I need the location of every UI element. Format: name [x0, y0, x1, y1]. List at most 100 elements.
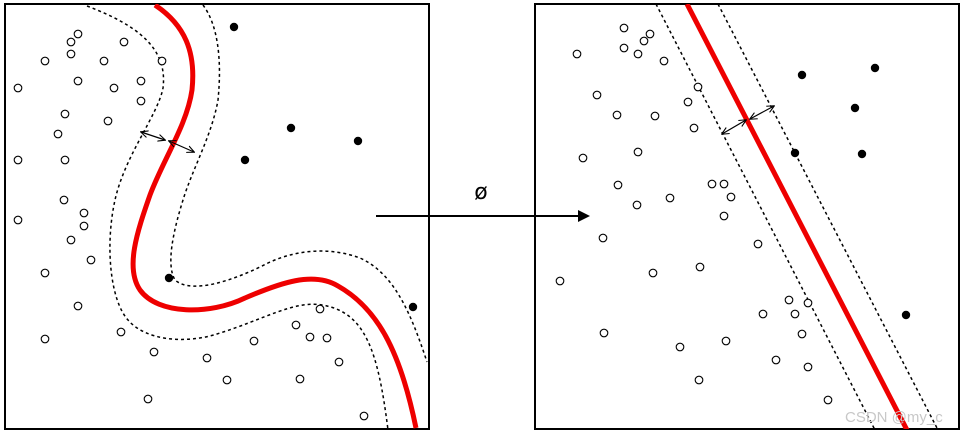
open-point — [619, 43, 629, 53]
open-point — [40, 56, 50, 66]
filled-point — [240, 155, 250, 165]
kernel-mapping: ø — [376, 180, 590, 222]
open-point — [645, 29, 655, 39]
input-class-open-points — [13, 29, 369, 421]
open-point — [659, 56, 669, 66]
open-point — [790, 309, 800, 319]
open-point — [53, 129, 63, 139]
open-point — [315, 304, 325, 314]
mapping-symbol: ø — [474, 180, 487, 205]
open-point — [572, 49, 582, 59]
open-point — [612, 110, 622, 120]
linear-margin-arrow-left — [722, 120, 746, 134]
open-point — [334, 357, 344, 367]
open-point — [149, 347, 159, 357]
open-point — [136, 96, 146, 106]
open-point — [613, 180, 623, 190]
open-point — [619, 23, 629, 33]
open-point — [632, 200, 642, 210]
open-point — [707, 179, 717, 189]
open-point — [291, 320, 301, 330]
open-point — [633, 49, 643, 59]
open-point — [143, 394, 153, 404]
input-space-panel — [4, 3, 430, 430]
open-point — [693, 82, 703, 92]
open-point — [109, 83, 119, 93]
open-point — [66, 37, 76, 47]
open-point — [222, 375, 232, 385]
filled-point — [850, 103, 860, 113]
open-point — [803, 362, 813, 372]
filled-point — [790, 148, 800, 158]
feature-class-open-points — [555, 23, 833, 405]
open-point — [599, 328, 609, 338]
open-point — [66, 49, 76, 59]
open-point — [116, 327, 126, 337]
open-point — [13, 155, 23, 165]
open-point — [683, 97, 693, 107]
open-point — [322, 333, 332, 343]
open-point — [648, 268, 658, 278]
open-point — [40, 334, 50, 344]
open-point — [694, 375, 704, 385]
open-point — [40, 268, 50, 278]
open-point — [771, 355, 781, 365]
open-point — [359, 411, 369, 421]
open-point — [665, 193, 675, 203]
open-point — [758, 309, 768, 319]
feature-space-frame — [534, 3, 960, 430]
margin-width-arrow-right — [169, 141, 194, 152]
open-point — [719, 179, 729, 189]
open-point — [13, 83, 23, 93]
open-point — [797, 329, 807, 339]
open-point — [59, 195, 69, 205]
filled-point — [857, 149, 867, 159]
open-point — [803, 298, 813, 308]
filled-point — [870, 63, 880, 73]
open-point — [249, 336, 259, 346]
linear-margin-lower — [717, 4, 939, 429]
filled-point — [901, 310, 911, 320]
filled-point — [353, 136, 363, 146]
open-point — [103, 116, 113, 126]
open-point — [202, 353, 212, 363]
open-point — [60, 109, 70, 119]
input-space-frame — [4, 3, 430, 430]
open-point — [689, 123, 699, 133]
open-point — [73, 76, 83, 86]
linear-decision-boundary — [684, 4, 910, 429]
open-point — [633, 147, 643, 157]
open-point — [295, 374, 305, 384]
filled-point — [229, 22, 239, 32]
open-point — [555, 276, 565, 286]
open-point — [13, 215, 23, 225]
open-point — [86, 255, 96, 265]
margin-width-arrow-left — [141, 132, 165, 140]
open-point — [592, 90, 602, 100]
open-point — [73, 29, 83, 39]
open-point — [784, 295, 794, 305]
open-point — [639, 36, 649, 46]
curved-margin-upper — [86, 5, 389, 429]
filled-point — [408, 302, 418, 312]
feature-space-panel: CSDN @my_c — [534, 3, 960, 430]
input-class-filled-points — [164, 22, 418, 312]
open-point — [823, 395, 833, 405]
open-point — [99, 56, 109, 66]
open-point — [79, 221, 89, 231]
open-point — [157, 56, 167, 66]
linear-margin-arrow-right — [750, 106, 774, 119]
curved-decision-boundary — [130, 4, 419, 429]
open-point — [753, 239, 763, 249]
open-point — [695, 262, 705, 272]
open-point — [675, 342, 685, 352]
filled-point — [164, 273, 174, 283]
watermark: CSDN @my_c — [845, 409, 943, 426]
open-point — [598, 233, 608, 243]
filled-point — [286, 123, 296, 133]
linear-margin-upper — [655, 4, 876, 429]
open-point — [66, 235, 76, 245]
open-point — [136, 76, 146, 86]
open-point — [650, 111, 660, 121]
